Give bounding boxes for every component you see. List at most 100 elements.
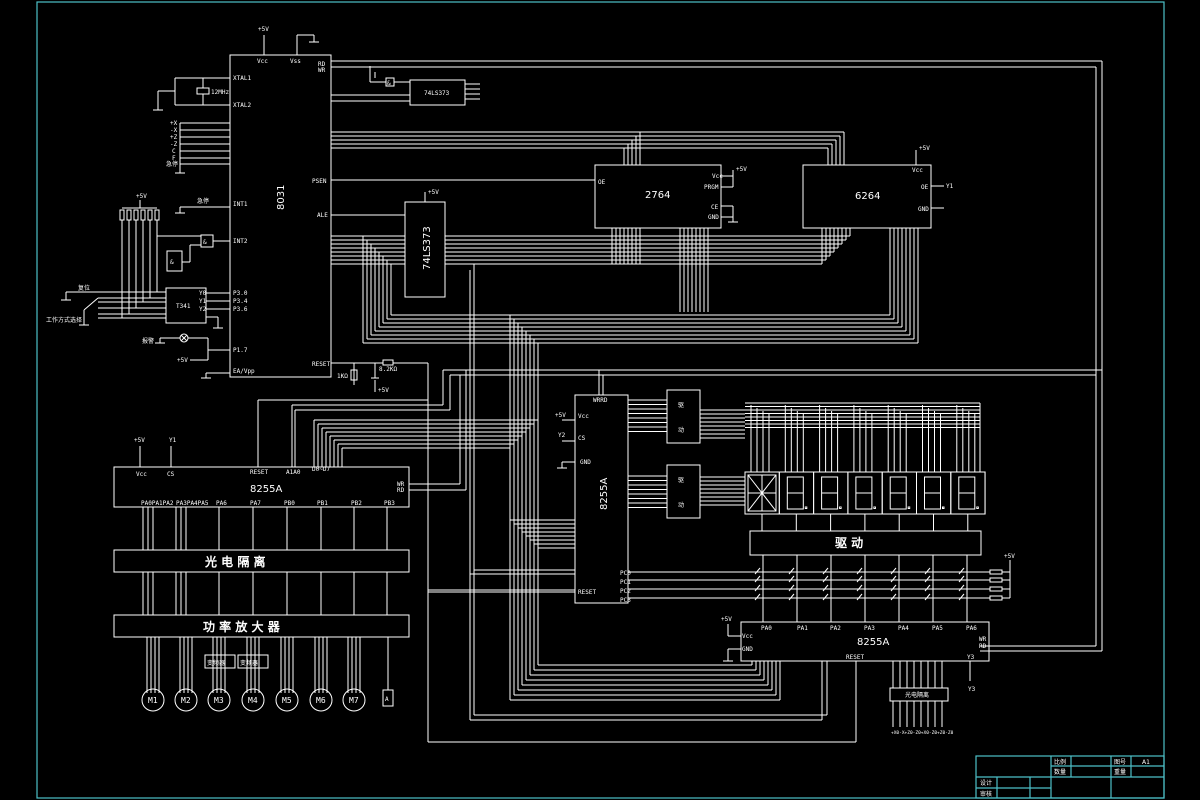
- pullup-resistor: [989, 586, 1003, 592]
- input-label: F: [172, 155, 176, 162]
- alarm-supply: +5V: [177, 357, 188, 364]
- motor-m6: [309, 688, 333, 712]
- title-block: 比例 数量 图号 重量 A1 设计 审核: [975, 755, 1165, 799]
- led-diode: [958, 593, 965, 601]
- led-diode: [890, 593, 897, 601]
- inverter-2: [237, 654, 269, 669]
- digit-dp: [873, 506, 876, 509]
- eprom-oe: OE: [598, 179, 606, 186]
- led-diode: [856, 567, 863, 575]
- digit-dp: [804, 506, 808, 509]
- ppi3-pa6: PA6: [966, 625, 977, 632]
- driver-2-label-bottom: 动: [678, 502, 684, 509]
- io-labels: +X0-X+Z0-Z0+X0-Z0+Z0-Z0: [891, 730, 954, 736]
- ppi2-pc2: PC2: [620, 588, 631, 595]
- ppi3-pa3: PA3: [864, 625, 875, 632]
- digit-dp: [907, 506, 911, 509]
- pullup-resistor: [989, 577, 1003, 583]
- drawing-frame: [36, 1, 1165, 799]
- motor-m5: [275, 688, 299, 712]
- led-diode: [788, 567, 795, 575]
- led-diode: [856, 593, 863, 601]
- mode-switch-label: 工作方式选择: [46, 316, 82, 324]
- eprom-vcc: Vcc: [712, 173, 723, 180]
- review-label: 审核: [980, 790, 992, 798]
- ppi2-pc1: PC1: [620, 579, 631, 586]
- display-driver-label: 驱 动: [835, 536, 863, 550]
- scale-label: 比例: [1054, 758, 1066, 766]
- ppi1-pb3: PB3: [384, 500, 395, 507]
- digit-dp: [942, 506, 945, 509]
- io-isolation-box: [889, 687, 949, 702]
- t341-y1: Y1: [199, 298, 207, 305]
- pin-rd: RD: [318, 61, 326, 68]
- reset-r1: 1KΩ: [337, 373, 348, 380]
- led-diode: [822, 593, 829, 601]
- reset-supply: +5V: [378, 387, 389, 394]
- ppi3-supply: +5V: [721, 616, 732, 623]
- alarm-box-label: A: [385, 696, 389, 703]
- decoder-74ls373: 74LS373 &: [331, 66, 480, 106]
- ppi1-pa012: PA0PA1PA2: [141, 500, 174, 507]
- reset-r2: 8.2KΩ: [379, 366, 397, 373]
- pin-ale: ALE: [317, 212, 328, 219]
- crystal-label: 12MHz: [211, 89, 229, 96]
- ram-ce: Y1: [946, 183, 954, 190]
- led-diode: [958, 567, 965, 575]
- led-diode: [788, 593, 795, 601]
- pin-vcc: Vcc: [257, 58, 268, 65]
- ram-oe: OE: [921, 184, 929, 191]
- pin-int2: INT2: [233, 238, 248, 245]
- ppi1-cs: CS: [167, 471, 175, 478]
- pin-p36: P3.6: [233, 306, 248, 313]
- ppi3-pa2: PA2: [830, 625, 841, 632]
- led-diode: [890, 567, 897, 575]
- ppi2-gnd: GND: [580, 459, 591, 466]
- ppi1-pb0: PB0: [284, 500, 295, 507]
- pin-int1: INT1: [233, 201, 248, 208]
- led-diode: [924, 575, 931, 583]
- ppi1-wr: WR: [397, 481, 405, 488]
- pin-xtal2: XTAL2: [233, 102, 251, 109]
- ppi1-reset: RESET: [250, 469, 268, 476]
- alarm-label: 报警: [142, 337, 154, 345]
- ppi1-data: D0~D7: [312, 466, 330, 473]
- int1-label: 急停: [197, 197, 209, 205]
- ppi2-reset: RESET: [578, 589, 596, 596]
- ppi3-vcc: Vcc: [742, 633, 753, 640]
- ppi1-pa345: PA3PA4PA5: [176, 500, 209, 507]
- ppi3-cs: Y3: [967, 654, 975, 661]
- ppi3-cs-label: Y3: [968, 686, 976, 693]
- led-diode: [754, 575, 761, 583]
- ppi1-pa7: PA7: [250, 500, 261, 507]
- led-diode: [958, 575, 965, 583]
- ppi1-a1a0: A1A0: [286, 469, 301, 476]
- pin-p30: P3.0: [233, 290, 248, 297]
- keyboard-section: T341 Y0 Y1 Y2 +5V & & 复位: [46, 193, 230, 379]
- ram-6264: 6264 Vcc OE GND +5V Y1: [802, 145, 954, 229]
- alarm-box: [382, 689, 394, 707]
- ppi1-8255a: 8255A Vcc CS RESET A1A0 D0~D7 WR RD +5V …: [113, 370, 538, 508]
- and-gate-1: &: [170, 259, 174, 266]
- eprom-ce: CE: [711, 204, 719, 211]
- motor-m3: [207, 688, 231, 712]
- power-amp-label: 功 率 放 大 器: [203, 619, 281, 634]
- and-gate-2: &: [203, 239, 207, 246]
- ppi3-pa0: PA0: [761, 625, 772, 632]
- ppi2-8255a: 8255A WRRD Vcc CS GND RESET PC0 PC1 PC2 …: [428, 370, 1015, 622]
- pin-p34: P3.4: [233, 298, 248, 305]
- led-diode: [924, 584, 931, 592]
- digit-dp: [839, 506, 842, 509]
- t341-name: T341: [176, 303, 191, 310]
- inverter-2-label: 变频器: [240, 659, 258, 667]
- motor-label: M3: [214, 696, 224, 705]
- ppi2-cs-label: Y2: [558, 432, 566, 439]
- ppi3-rd: RD: [979, 643, 987, 650]
- ppi1-name: 8255A: [250, 484, 282, 495]
- input-label: -Z: [170, 141, 178, 148]
- eprom-gnd: GND: [708, 214, 719, 221]
- pullup-resistor: [989, 595, 1003, 601]
- inverter-1-label: 变频器: [207, 659, 225, 667]
